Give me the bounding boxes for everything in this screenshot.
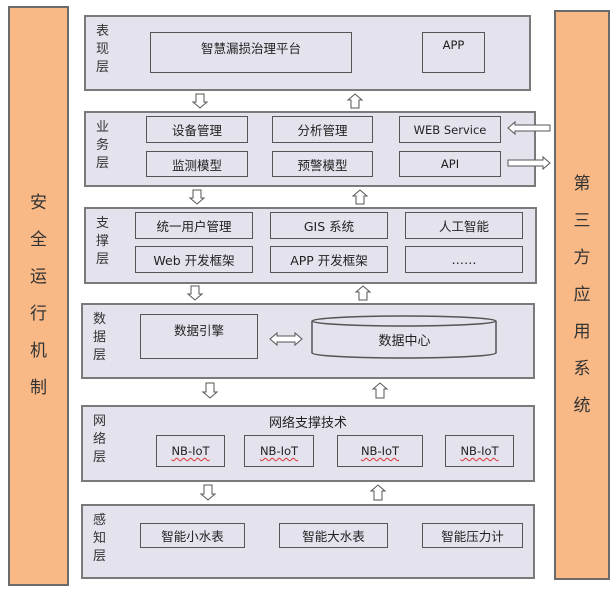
warning-model-box: 预警模型 [272, 151, 373, 177]
arrow-up-icon [346, 93, 364, 109]
bar-char: 统 [573, 395, 591, 416]
nb-iot-label: NB-IoT [360, 444, 400, 458]
gis-system-box: GIS 系统 [270, 212, 388, 239]
arrow-up-icon [354, 285, 372, 301]
arrow-up-icon [371, 382, 389, 399]
platform-box: 智慧漏损治理平台 [150, 32, 352, 73]
arrow-down-icon [186, 285, 204, 301]
small-meter-box: 智能小水表 [140, 523, 245, 548]
api-box: API [399, 151, 501, 177]
arrow-right-icon [507, 155, 551, 171]
arrow-down-icon [188, 189, 206, 205]
data-center-label: 数据中心 [378, 334, 431, 349]
bar-char: 第 [573, 173, 591, 194]
layer-label: 感知层 [93, 513, 107, 564]
bar-char: 制 [30, 378, 47, 398]
arrow-down-icon [191, 93, 209, 109]
layer-label: 数据层 [93, 312, 107, 363]
nb-iot-box: NB-IoT [445, 435, 514, 467]
nb-iot-label: NB-IoT [460, 444, 499, 458]
monitoring-model-box: 监测模型 [146, 151, 248, 177]
bar-char: 安 [30, 193, 47, 213]
app-box: APP [422, 32, 485, 73]
app-framework-box: APP 开发框架 [270, 246, 388, 273]
third-party-systems-bar: 第三方应用系统 [554, 10, 610, 580]
bar-char: 机 [30, 341, 47, 361]
data-engine-box: 数据引擎 [140, 314, 258, 359]
nb-iot-label: NB-IoT [171, 444, 210, 458]
network-title: 网络支撑技术 [268, 416, 347, 431]
ai-box: 人工智能 [405, 212, 523, 239]
bar-char: 系 [573, 358, 591, 379]
arrow-down-icon [201, 382, 219, 399]
large-meter-box: 智能大水表 [279, 523, 388, 548]
more-box: …… [405, 246, 523, 273]
bar-char: 运 [30, 267, 47, 287]
arrow-up-icon [351, 189, 369, 205]
bidirectional-arrow-icon [269, 331, 303, 347]
device-management-box: 设备管理 [146, 116, 248, 143]
layer-label: 支撑层 [96, 216, 110, 267]
web-service-box: WEB Service [399, 116, 501, 143]
bar-char: 方 [573, 247, 591, 268]
bar-char: 三 [573, 210, 591, 231]
pressure-gauge-box: 智能压力计 [422, 523, 523, 548]
arrow-up-icon [369, 484, 387, 501]
web-framework-box: Web 开发框架 [135, 246, 253, 273]
bar-char: 应 [573, 284, 591, 305]
analysis-management-box: 分析管理 [272, 116, 373, 143]
bar-char: 全 [30, 230, 47, 250]
layer-label: 网络层 [93, 414, 107, 465]
nb-iot-box: NB-IoT [244, 435, 314, 467]
security-mechanism-bar: 安全运行机制 [8, 6, 69, 586]
nb-iot-box: NB-IoT [156, 435, 225, 467]
nb-iot-label: NB-IoT [259, 444, 299, 458]
nb-iot-box: NB-IoT [337, 435, 423, 467]
bar-char: 行 [30, 304, 47, 324]
arrow-left-icon [507, 120, 551, 136]
layer-label: 表现层 [96, 24, 110, 75]
user-management-box: 统一用户管理 [135, 212, 253, 239]
arrow-down-icon [199, 484, 217, 501]
layer-label: 业务层 [96, 120, 110, 171]
data-center-cylinder [311, 315, 497, 359]
bar-char: 用 [573, 321, 591, 342]
